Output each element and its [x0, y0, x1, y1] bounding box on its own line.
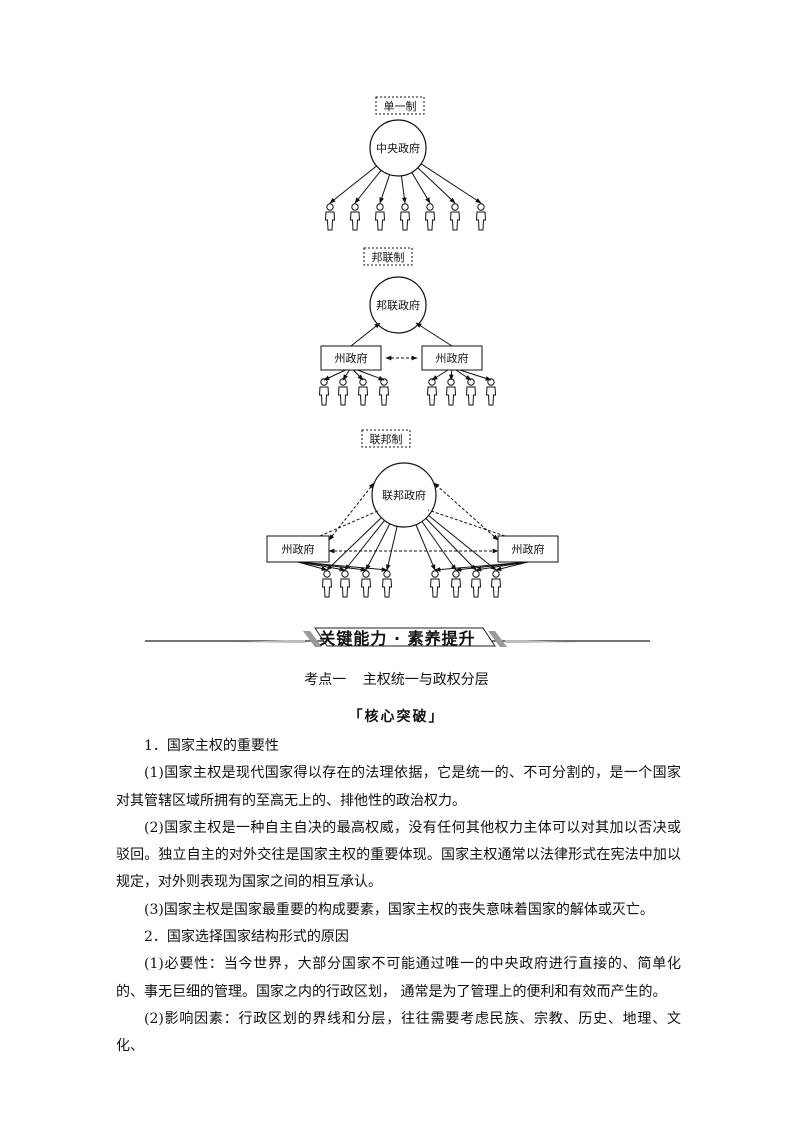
- central-to-citizen-arrow: [379, 174, 391, 204]
- paragraph: 1．国家主权的重要性: [144, 738, 279, 754]
- fed-state-right-dashed-link-2: [427, 509, 506, 537]
- unitary-section: 单一制 中央政府: [325, 96, 486, 231]
- federal-government-label: 联邦政府: [382, 488, 426, 502]
- fed-dashed-links: [319, 482, 506, 554]
- federal-to-citizen-arrow: [365, 523, 391, 571]
- confed-people: [319, 378, 496, 406]
- person-icon: [450, 203, 460, 231]
- person-icon: [430, 570, 440, 598]
- unitary-label: 单一制: [384, 100, 417, 113]
- banner-title: 关键能力 · 素养提升: [319, 629, 476, 648]
- person-icon: [446, 378, 456, 406]
- paragraph: 2．国家选择国家结构形式的原因: [144, 929, 349, 946]
- person-icon: [325, 203, 335, 231]
- fed-state-left-dashed-link: [328, 482, 375, 541]
- person-icon: [471, 570, 481, 598]
- person-icon: [350, 203, 360, 231]
- federal-to-citizen-arrow: [344, 520, 385, 571]
- federal-to-citizen-arrow: [326, 517, 382, 571]
- confederation-label-box: [363, 247, 413, 266]
- federal-to-citizen-arrow: [415, 524, 436, 571]
- state-to-citizen-arrow: [342, 369, 350, 381]
- fed-state-left-label: 州政府: [282, 542, 315, 556]
- federation-section: 联邦制 联邦政府 州政府 州政府: [266, 429, 559, 598]
- key-ability-banner: 关键能力 · 素养提升: [145, 620, 650, 654]
- person-icon: [476, 203, 486, 231]
- confederation-section: 邦联制 邦联政府 州政府 州政府: [319, 247, 496, 406]
- central-to-citizen-arrow: [400, 175, 407, 204]
- fed-state-left-dashed-link-2: [319, 509, 381, 537]
- central-to-citizen-arrow: [354, 170, 382, 204]
- person-icon: [379, 378, 389, 406]
- state-structure-diagram: 单一制 中央政府 邦联制 邦联政府 州政府 州政府 联邦制 联邦政府 州政府 州…: [266, 96, 559, 598]
- paragraph: (1)必要性：当今世界，大部分国家不可能通过唯一的中央政府进行直接的、简单化的、…: [116, 956, 681, 1000]
- central-to-citizen-arrow: [411, 172, 431, 204]
- person-icon: [400, 203, 410, 231]
- state-to-citizen-arrow: [297, 561, 388, 572]
- state-to-citizen-arrow: [455, 369, 472, 381]
- core-breakthrough-title: 「核心突破」: [348, 709, 445, 725]
- confed-state-left-to-center-arrow: [350, 322, 381, 347]
- paragraph: (2)国家主权是一种自主自决的最高权威，没有任何其他权力主体可以对其加以否决或驳…: [116, 819, 681, 891]
- person-icon: [322, 570, 332, 598]
- state-to-citizen-arrow: [323, 369, 346, 381]
- confed-state-left-label: 州政府: [335, 351, 368, 365]
- section-number: 考点一: [304, 672, 347, 688]
- federal-to-citizen-arrow: [428, 515, 497, 571]
- confederal-government-circle: [369, 276, 427, 334]
- fed-state-right-dashed-link: [433, 482, 499, 541]
- state-to-citizen-arrow: [297, 561, 328, 571]
- confederation-label: 邦联制: [372, 251, 405, 264]
- state-to-citizen-arrow: [353, 369, 364, 381]
- state-to-citizen-arrow: [459, 369, 492, 381]
- unitary-people: [325, 203, 486, 231]
- confed-state-right-label: 州政府: [436, 351, 469, 365]
- fed-state-right-label: 州政府: [512, 542, 545, 556]
- person-icon: [338, 378, 348, 406]
- federation-label: 联邦制: [370, 433, 403, 446]
- confed-state-right-to-center-arrow: [415, 322, 453, 347]
- person-icon: [486, 378, 496, 406]
- federal-to-citizen-arrow: [421, 521, 457, 571]
- unitary-label-box: [375, 96, 425, 115]
- central-government-circle: [369, 119, 427, 177]
- federal-to-citizen-arrow: [385, 526, 398, 571]
- person-icon: [375, 203, 385, 231]
- person-icon: [427, 378, 437, 406]
- central-to-citizen-arrow: [329, 165, 377, 204]
- fed-arrows: [297, 515, 529, 572]
- person-icon: [340, 570, 350, 598]
- person-icon: [466, 378, 476, 406]
- federal-to-citizen-arrow: [425, 518, 477, 571]
- state-to-citizen-arrow: [475, 561, 529, 572]
- unitary-arrows: [329, 163, 482, 204]
- central-to-citizen-arrow: [417, 167, 456, 204]
- paragraph: (1)国家主权是现代国家得以存在的法理依据，它是统一的、不可分割的，是一个国家对…: [116, 765, 681, 809]
- body-content: 1．国家主权的重要性 (1)国家主权是现代国家得以存在的法理依据，它是统一的、不…: [116, 733, 681, 1061]
- central-government-label: 中央政府: [376, 141, 420, 155]
- section-title: 主权统一与政权分层: [362, 672, 489, 688]
- fed-people: [322, 570, 501, 598]
- person-icon: [358, 378, 368, 406]
- section-heading: 考点一 主权统一与政权分层: [0, 669, 793, 689]
- person-icon: [319, 378, 329, 406]
- banner-decoration: [145, 627, 650, 647]
- state-to-citizen-arrow: [455, 561, 529, 572]
- paragraph: (3)国家主权是国家最重要的构成要素，国家主权的丧失意味着国家的解体或灭亡。: [144, 901, 654, 918]
- state-to-citizen-arrow: [495, 561, 529, 572]
- person-icon: [451, 570, 461, 598]
- state-to-citizen-arrow: [431, 369, 449, 381]
- paragraph: (2)影响因素：行政区划的界线和分层，往往需要考虑民族、宗教、历史、地理、文化、: [116, 1010, 681, 1055]
- federation-label-box: [361, 429, 411, 448]
- person-icon: [425, 203, 435, 231]
- person-icon: [491, 570, 501, 598]
- confed-arrows: [323, 369, 492, 381]
- state-to-citizen-arrow: [357, 369, 385, 381]
- central-to-citizen-arrow: [420, 163, 482, 204]
- person-icon: [382, 570, 392, 598]
- person-icon: [361, 570, 371, 598]
- confederal-government-label: 邦联政府: [376, 298, 420, 312]
